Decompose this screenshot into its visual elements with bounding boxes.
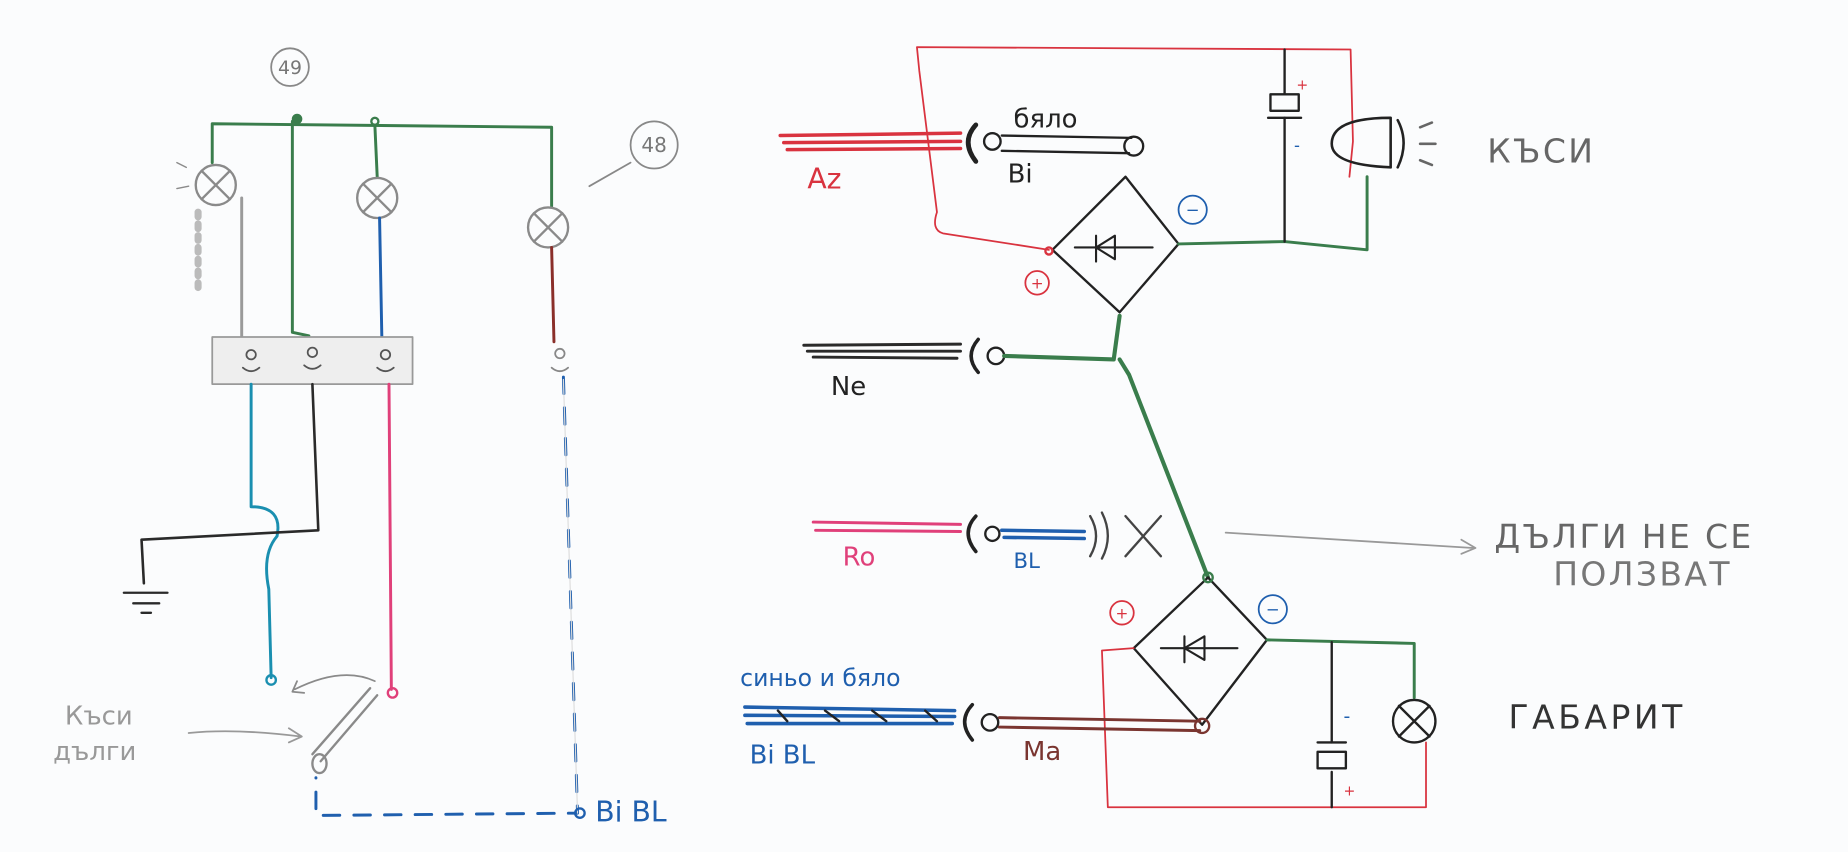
teal-wire: [249, 382, 280, 680]
blue-wire: [378, 216, 384, 344]
lamp-icon: [176, 161, 237, 207]
cap-bottom-plus: +: [1344, 783, 1356, 799]
ro-wire-bundle: [811, 520, 963, 533]
switch-label-line2: дълги: [53, 737, 136, 767]
ro-tube-label: BL: [1014, 549, 1041, 574]
bridge-bottom-plus: +: [1116, 605, 1129, 623]
ground-icon: [122, 591, 169, 614]
parking-light-note: ГАБАРИТ: [1508, 697, 1685, 736]
lamp-48-icon: [526, 206, 570, 249]
short-beam-note: КЪСИ: [1487, 132, 1595, 171]
cap-top-minus: -: [1294, 136, 1300, 155]
cap-top-plus: +: [1296, 78, 1308, 94]
bus-node: [291, 113, 303, 125]
bridge-rectifier-top: [1051, 175, 1180, 314]
red-loop-bottom-wire: [1101, 647, 1427, 809]
ne-wire-bundle: [802, 342, 963, 360]
green-lamp-wire: [1265, 638, 1416, 700]
bridge-top-minus: −: [1186, 201, 1200, 220]
dashed-bibl-wire: [314, 375, 580, 817]
brown-tube: [997, 716, 1202, 733]
note-arrow: [1224, 531, 1477, 555]
lamp-48-badge: [629, 120, 679, 170]
long-beam-note-line2: ПОЛЗВАТ: [1553, 555, 1732, 594]
short-long-switch-icon[interactable]: [291, 674, 379, 775]
ro-label: Ro: [843, 543, 876, 573]
green-bus-wire: [210, 122, 554, 208]
bibl-label-bottom: Bi BL: [750, 741, 816, 771]
blue-tube: [1000, 528, 1087, 541]
capacitor-top-icon: [1266, 48, 1303, 243]
buzzer-horn-icon: [1330, 116, 1437, 169]
green-wire: [290, 119, 311, 338]
connector-block: [211, 336, 414, 386]
az-tube-label-top: бяло: [1014, 104, 1078, 134]
bibl-tube-label: Ma: [1023, 737, 1061, 767]
connector-bracket: [965, 122, 979, 164]
bridge-top-plus: +: [1031, 275, 1044, 293]
az-tube-label-bottom: Bi: [1008, 160, 1033, 190]
lamp-48-label: 48: [641, 133, 666, 157]
az-wire-bundle: [778, 131, 963, 152]
connector-pin: [241, 346, 569, 373]
node-49-badge: [270, 47, 310, 87]
parking-lamp-icon: [1391, 698, 1437, 744]
green-minus-wire: [1177, 175, 1369, 252]
bibl-label-top: синьо и бяло: [740, 664, 900, 692]
cap-bottom-minus: -: [1344, 706, 1351, 727]
pink-wire: [387, 382, 393, 691]
ne-label: Ne: [831, 372, 866, 402]
left-schematic: 49 48: [53, 47, 679, 828]
cut-mark-icon: [1088, 511, 1163, 560]
green-ne-wire: [1002, 313, 1211, 580]
switch-label-line1: Къси: [65, 702, 133, 732]
bridge-rectifier-bottom: [1132, 576, 1269, 726]
brown-wire: [550, 245, 556, 344]
bridge-bottom-minus: −: [1266, 600, 1280, 619]
long-beam-note-line1: ДЪЛГИ НЕ СЕ: [1494, 517, 1753, 556]
right-schematic: Az бяло Bi + − + - КЪСИ: [740, 46, 1753, 809]
white-tube: [1000, 134, 1133, 155]
dashed-wire-label: Bi BL: [595, 795, 667, 828]
az-label: Az: [807, 163, 841, 196]
black-wire: [140, 382, 320, 585]
red-loop-wire: [916, 46, 1354, 251]
lamp-icon: [356, 176, 399, 220]
bibl-wire-bundle: [743, 705, 957, 726]
node-49-label: 49: [278, 58, 302, 79]
capacitor-bottom-icon: [1316, 641, 1348, 809]
